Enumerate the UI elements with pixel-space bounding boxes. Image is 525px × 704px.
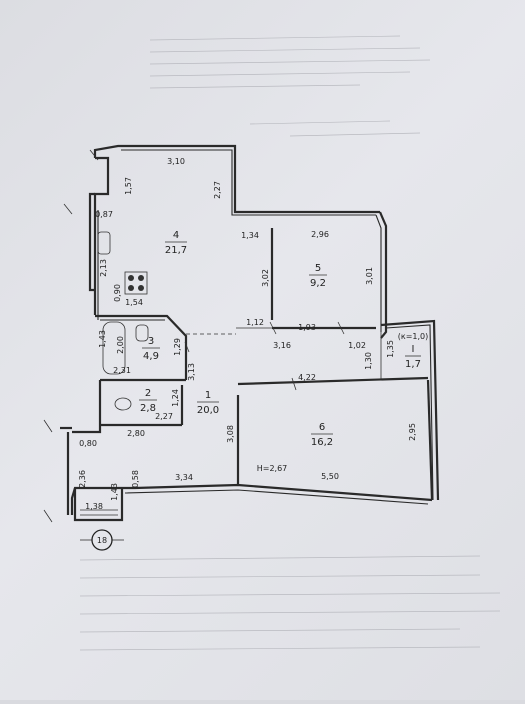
- room-labels: 4 21,7 5 9,2 3 4,9 2 2,8 1 20,0 6 16,2 (…: [139, 230, 428, 473]
- dim-label: 1,93: [298, 323, 316, 332]
- dimension-ticks: [43, 149, 345, 523]
- dim-label: 2,27: [213, 181, 222, 199]
- dim-label: 2,96: [311, 230, 329, 239]
- dim-label: 3,13: [187, 363, 196, 381]
- dim-label: 1,34: [241, 231, 259, 240]
- sink-icon: [135, 324, 149, 342]
- dim-label: 1,30: [364, 352, 373, 370]
- room-5-number: 5: [315, 263, 321, 274]
- room-1-number: 1: [205, 390, 211, 401]
- dim-label: 1,29: [173, 338, 182, 356]
- loggia-coefficient: (к=1,0): [398, 332, 429, 341]
- dim-label: 2,31: [113, 366, 131, 375]
- room-I-area: 1,7: [405, 359, 421, 370]
- dim-label: 1,54: [125, 298, 143, 307]
- dim-label: 1,24: [171, 389, 180, 407]
- dim-label: 1,38: [85, 502, 103, 511]
- room-3-number: 3: [148, 336, 154, 347]
- room-4-area: 21,7: [165, 245, 187, 256]
- dim-label: 0,80: [79, 439, 97, 448]
- outer-walls: [60, 144, 440, 522]
- fixtures: [97, 231, 149, 411]
- dimension-labels: 3,10 1,57 2,27 0,87 2,13 1,34 2,96 3,02 …: [78, 157, 417, 511]
- room-I-number: I: [412, 344, 415, 355]
- interior-walls: [95, 228, 429, 485]
- dim-label: 3,02: [261, 269, 270, 287]
- kitchen-sink-icon: [97, 231, 111, 255]
- ceiling-height: H=2,67: [257, 464, 288, 473]
- dim-label: 3,34: [175, 473, 193, 482]
- dim-label: 1,02: [348, 341, 366, 350]
- dim-label: 1,43: [110, 483, 119, 501]
- room-1-area: 20,0: [197, 405, 219, 416]
- unit-number-marker: 18: [80, 529, 124, 551]
- dim-label: 1,12: [246, 318, 264, 327]
- dim-label: 2,13: [99, 259, 108, 277]
- room-4-number: 4: [173, 230, 179, 241]
- dim-label: 0,90: [113, 284, 122, 302]
- dim-label: 2,95: [408, 423, 417, 441]
- bathtub-icon: [102, 321, 126, 375]
- toilet-icon: [114, 397, 132, 411]
- dim-label: 1,35: [386, 340, 395, 358]
- dim-label: 1,43: [98, 330, 107, 348]
- dim-label: 4,22: [298, 373, 316, 382]
- dim-label: 5,50: [321, 472, 339, 481]
- dim-label: 2,36: [78, 470, 87, 488]
- room-3-area: 4,9: [143, 351, 159, 362]
- dim-label: 2,00: [116, 336, 125, 354]
- dim-label: 3,01: [365, 267, 374, 285]
- room-2-number: 2: [145, 388, 151, 399]
- stove-icon: [124, 271, 148, 295]
- room-6-number: 6: [319, 422, 325, 433]
- unit-number: 18: [97, 536, 107, 545]
- room-6-area: 16,2: [311, 437, 333, 448]
- dim-label: 3,16: [273, 341, 291, 350]
- dim-label: 2,27: [155, 412, 173, 421]
- dim-label: 3,10: [167, 157, 185, 166]
- dim-label: 0,87: [95, 210, 113, 219]
- dim-label: 1,57: [124, 177, 133, 195]
- dim-label: 2,80: [127, 429, 145, 438]
- dim-label: 0,58: [131, 470, 140, 488]
- room-2-area: 2,8: [140, 403, 156, 414]
- dim-label: 3,08: [226, 425, 235, 443]
- background-text-lines: [79, 35, 501, 651]
- room-5-area: 9,2: [310, 278, 326, 289]
